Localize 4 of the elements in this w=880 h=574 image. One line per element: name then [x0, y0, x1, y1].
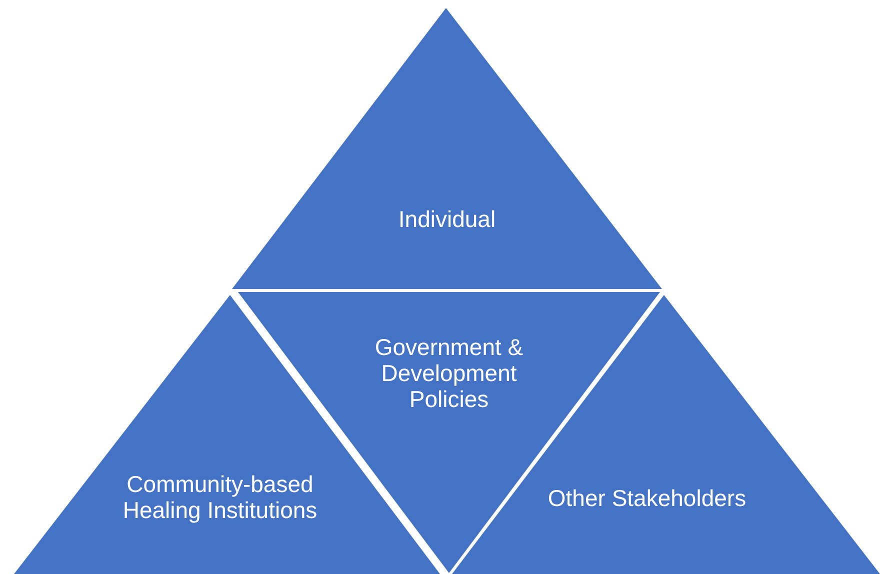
triangle-label: Community-based Healing Institutions	[122, 471, 318, 523]
triangle-label: Government & Development Policies	[374, 334, 524, 412]
triangle-label: Individual	[397, 206, 497, 232]
triangle-label: Other Stakeholders	[546, 485, 748, 511]
